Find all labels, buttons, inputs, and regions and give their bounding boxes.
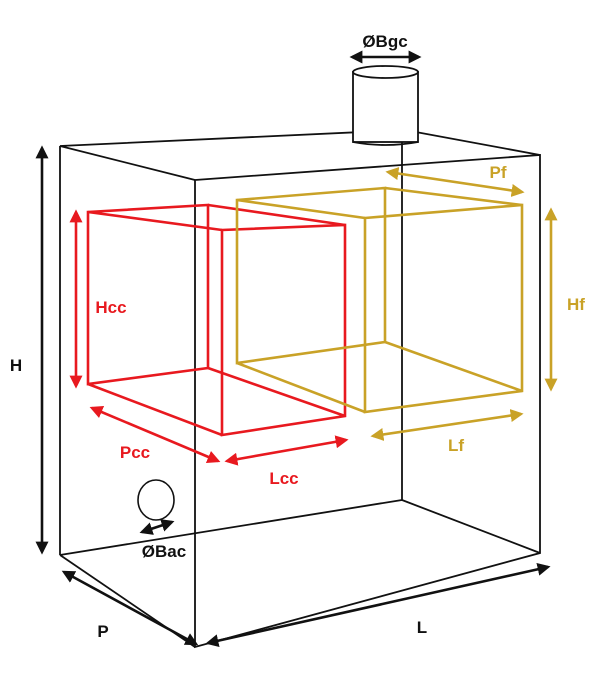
oven-depth-label: Pf (490, 163, 507, 182)
depth-arrow (61, 570, 199, 646)
air-inlet-diameter-label: ØBac (142, 542, 186, 561)
height-label: H (10, 356, 22, 375)
air-inlet-opening (137, 479, 175, 521)
combustion-chamber-edge-top-right (207, 203, 346, 227)
oven-front-face (363, 203, 524, 414)
outer-box-top-left-edge (59, 129, 541, 181)
oven-height-label: Hf (567, 295, 585, 314)
chimney-diameter-label: ØBgc (362, 32, 407, 51)
gold-dimension-arrows (370, 167, 558, 441)
oven-edge-top-left (236, 198, 366, 220)
air-inlet-diameter-arrow (139, 519, 175, 535)
combustion-chamber-edge-bottom-left (87, 382, 223, 437)
oven-length-label: Lf (448, 436, 464, 455)
combustion-chamber-edge-bottom-right (207, 366, 346, 418)
chimney (352, 65, 419, 146)
combustion-depth-arrow (89, 406, 221, 463)
oven-edge-top-right (384, 186, 523, 207)
combustion-height-label: Hcc (95, 298, 126, 317)
combustion-depth-label: Pcc (120, 443, 150, 462)
depth-label: P (97, 622, 108, 641)
combustion-length-arrow (224, 435, 349, 466)
black-dimension-arrows (35, 50, 551, 648)
oven (235, 186, 524, 414)
oven-depth-arrow (385, 167, 525, 197)
red-dimension-arrows (69, 209, 349, 466)
outer-box-hidden-back-floor-edge (401, 499, 541, 554)
combustion-chamber (86, 203, 347, 437)
oven-edge-bottom-right (384, 340, 523, 393)
outer-box (59, 129, 541, 649)
chimney-body (352, 71, 419, 143)
chimney-top-rim (352, 65, 419, 79)
chimney-bottom-curve (352, 141, 419, 146)
length-arrow (205, 562, 551, 648)
combustion-chamber-front-face (220, 223, 347, 437)
length-label: L (417, 618, 427, 637)
combustion-chamber-back-face (86, 203, 210, 386)
labels: ØBgc H P L ØBac Hcc Pcc Lcc Pf Hf Lf (10, 32, 585, 641)
outer-box-hidden-back-bottom-edge (59, 499, 403, 556)
oven-back-face (235, 186, 387, 365)
oven-length-arrow (370, 409, 524, 441)
combustion-chamber-edge-top-left (87, 210, 223, 232)
oven-edge-bottom-left (236, 361, 366, 414)
combustion-length-label: Lcc (269, 469, 298, 488)
